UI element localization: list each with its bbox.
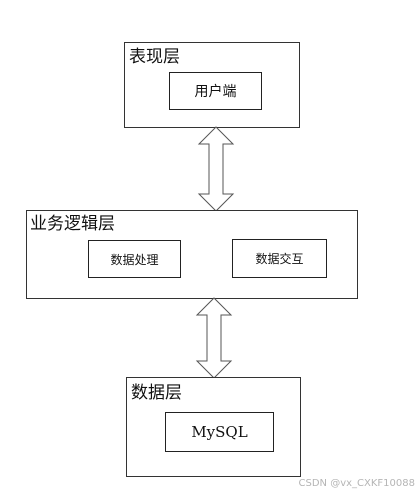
data-processing-box: 数据处理 bbox=[88, 240, 181, 278]
mysql-label: MySQL bbox=[191, 423, 248, 441]
csdn-watermark: CSDN @vx_CXKF10088 bbox=[298, 478, 415, 489]
double-arrow-presentation-business bbox=[197, 126, 235, 212]
client-box: 用户端 bbox=[169, 72, 262, 110]
data-interaction-box: 数据交互 bbox=[232, 239, 327, 278]
mysql-box: MySQL bbox=[165, 412, 274, 452]
client-label: 用户端 bbox=[194, 84, 237, 100]
double-arrow-business-data bbox=[195, 297, 233, 379]
data-processing-label: 数据处理 bbox=[110, 252, 159, 267]
business-logic-layer-title: 业务逻辑层 bbox=[30, 214, 115, 234]
data-layer: 数据层 MySQL bbox=[126, 377, 301, 477]
data-interaction-label: 数据交互 bbox=[255, 252, 304, 266]
presentation-layer-title: 表现层 bbox=[129, 47, 180, 67]
presentation-layer: 表现层 用户端 bbox=[124, 42, 300, 128]
business-logic-layer: 业务逻辑层 数据处理 数据交互 bbox=[26, 210, 358, 299]
data-layer-title: 数据层 bbox=[131, 383, 182, 403]
